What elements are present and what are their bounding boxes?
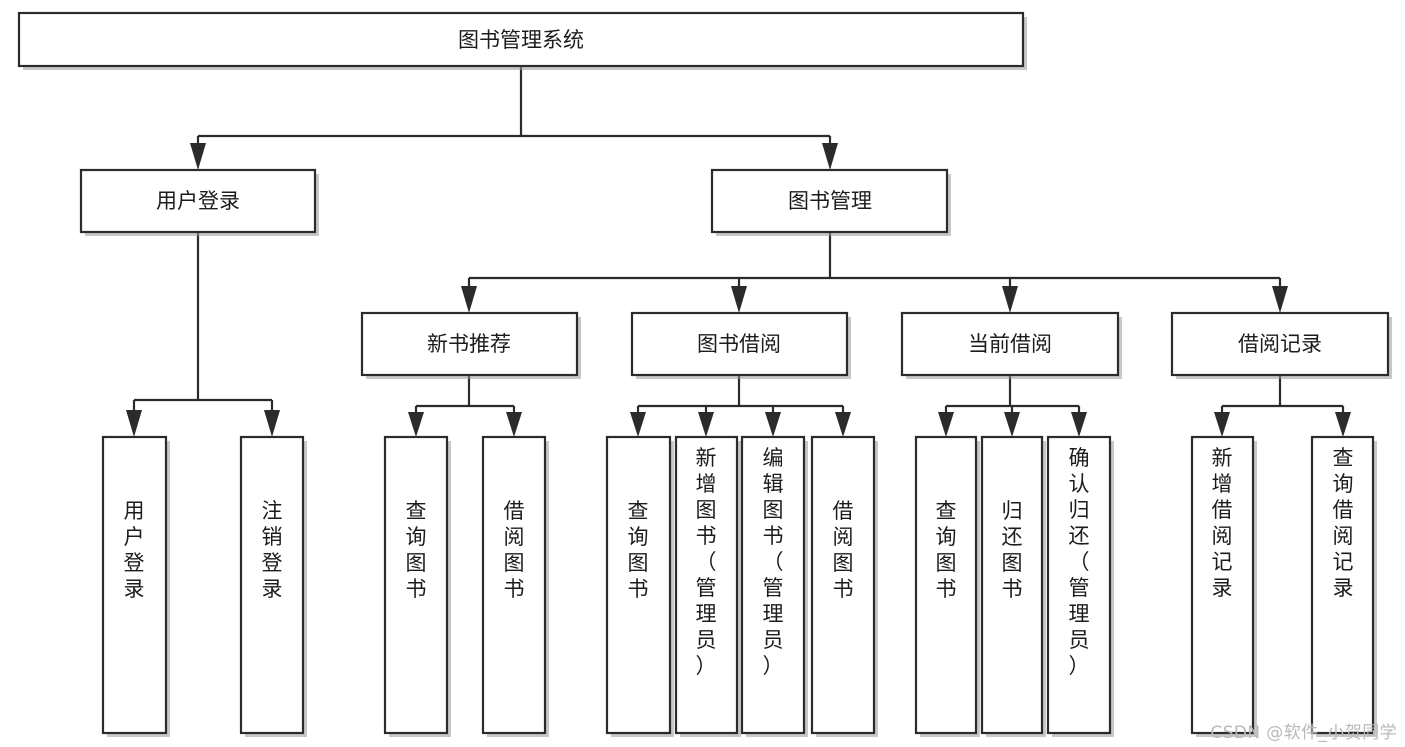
node-current-label: 当前借阅: [968, 332, 1052, 356]
connector-layer: [132, 66, 1345, 412]
leaf-return-book-box[interactable]: [980, 435, 1044, 735]
node-new-rec-label: 新书推荐: [427, 332, 511, 356]
leaf-query-book-a-label: 查询图书: [406, 499, 427, 601]
leaf-query-book-c-box[interactable]: [914, 435, 978, 735]
arrow-icon-to-leaf-add-book: [698, 412, 714, 437]
leaf-borrow-book-a-label: 借阅图书: [504, 499, 525, 601]
node-current[interactable]: 当前借阅: [900, 311, 1122, 379]
node-current-box[interactable]: [900, 311, 1120, 377]
node-borrow[interactable]: 图书借阅: [630, 311, 851, 379]
arrow-icon-to-leaf-logout: [264, 410, 280, 437]
node-record-box[interactable]: [1170, 311, 1390, 377]
arrow-icon-to-user-login: [190, 143, 206, 170]
leaf-borrow-book-b[interactable]: 借阅图书: [810, 435, 878, 737]
arrow-icon-to-current: [1002, 286, 1018, 313]
node-new-rec[interactable]: 新书推荐: [360, 311, 581, 379]
leaf-confirm-return-box[interactable]: [1046, 435, 1112, 735]
leaf-borrow-book-b-box[interactable]: [810, 435, 876, 735]
leaf-user-login[interactable]: 用户登录: [101, 435, 170, 737]
arrowhead-layer: [126, 143, 1351, 437]
arrow-icon-to-leaf-query-book-c: [938, 412, 954, 437]
arrow-icon-to-leaf-query-book-b: [630, 412, 646, 437]
leaf-confirm-return-label: 确认归还（管理员）: [1069, 446, 1090, 678]
node-root[interactable]: 图书管理系统: [17, 11, 1027, 70]
leaf-user-login-label: 用户登录: [124, 499, 145, 601]
leaf-query-book-b-label: 查询图书: [628, 499, 649, 601]
leaf-return-book-label: 归还图书: [1002, 499, 1023, 601]
arrow-icon-to-borrow: [731, 286, 747, 313]
leaf-edit-book-box[interactable]: [740, 435, 806, 735]
node-borrow-box[interactable]: [630, 311, 849, 377]
arrow-icon-to-leaf-query-record: [1335, 412, 1351, 437]
arrow-icon-to-book-mgmt: [822, 143, 838, 170]
leaf-logout-box[interactable]: [239, 435, 305, 735]
node-root-label: 图书管理系统: [458, 28, 584, 52]
leaf-query-book-b[interactable]: 查询图书: [605, 435, 674, 737]
arrow-icon-to-leaf-borrow-book-b: [835, 412, 851, 437]
leaf-logout[interactable]: 注销登录: [239, 435, 307, 737]
node-book-mgmt-box[interactable]: [710, 168, 949, 234]
node-record-label: 借阅记录: [1238, 332, 1322, 356]
arrow-icon-to-leaf-user-login: [126, 410, 142, 437]
node-borrow-label: 图书借阅: [697, 332, 781, 356]
arrow-icon-to-new-rec: [461, 286, 477, 313]
leaf-query-record-label: 查询借阅记录: [1333, 446, 1354, 600]
leaf-add-book-label: 新增图书（管理员）: [696, 446, 717, 678]
leaf-borrow-book-a[interactable]: 借阅图书: [481, 435, 549, 737]
node-book-mgmt[interactable]: 图书管理: [710, 168, 951, 236]
leaf-query-book-c-label: 查询图书: [936, 499, 957, 601]
leaf-query-record-box[interactable]: [1310, 435, 1375, 735]
arrow-icon-to-leaf-borrow-book-a: [506, 412, 522, 437]
leaf-user-login-box[interactable]: [101, 435, 168, 735]
arrow-icon-to-leaf-return-book: [1004, 412, 1020, 437]
arrow-icon-to-record: [1272, 286, 1288, 313]
node-user-login-box[interactable]: [79, 168, 317, 234]
node-new-rec-box[interactable]: [360, 311, 579, 377]
leaf-query-book-a-box[interactable]: [383, 435, 449, 735]
leaf-add-book[interactable]: 新增图书（管理员）: [674, 435, 741, 737]
leaf-add-record-label: 新增借阅记录: [1212, 446, 1233, 600]
leaf-query-record[interactable]: 查询借阅记录: [1310, 435, 1377, 737]
leaf-add-record[interactable]: 新增借阅记录: [1190, 435, 1257, 737]
leaf-add-book-box[interactable]: [674, 435, 739, 735]
leaf-confirm-return[interactable]: 确认归还（管理员）: [1046, 435, 1114, 737]
leaf-edit-book-label: 编辑图书（管理员）: [763, 446, 784, 678]
leaf-borrow-book-b-label: 借阅图书: [833, 499, 854, 601]
node-layer: 图书管理系统 用户登录 图书管理 新书推荐: [17, 11, 1392, 737]
arrow-icon-to-leaf-add-record: [1214, 412, 1230, 437]
node-user-login[interactable]: 用户登录: [79, 168, 319, 236]
arrow-icon-to-leaf-edit-book: [765, 412, 781, 437]
arrow-icon-to-leaf-confirm-return: [1071, 412, 1087, 437]
leaf-add-record-box[interactable]: [1190, 435, 1255, 735]
leaf-query-book-a[interactable]: 查询图书: [383, 435, 451, 737]
leaf-edit-book[interactable]: 编辑图书（管理员）: [740, 435, 808, 737]
node-record[interactable]: 借阅记录: [1170, 311, 1392, 379]
leaf-query-book-b-box[interactable]: [605, 435, 672, 735]
csdn-watermark: CSDN @软件_小贺同学: [1210, 723, 1397, 743]
leaf-logout-label: 注销登录: [262, 499, 283, 601]
arrow-icon-to-leaf-query-book-a: [408, 412, 424, 437]
node-book-mgmt-label: 图书管理: [788, 189, 872, 213]
node-root-box[interactable]: [17, 11, 1025, 68]
leaf-return-book[interactable]: 归还图书: [980, 435, 1046, 737]
leaf-borrow-book-a-box[interactable]: [481, 435, 547, 735]
node-user-login-label: 用户登录: [156, 189, 240, 213]
leaf-query-book-c[interactable]: 查询图书: [914, 435, 980, 737]
